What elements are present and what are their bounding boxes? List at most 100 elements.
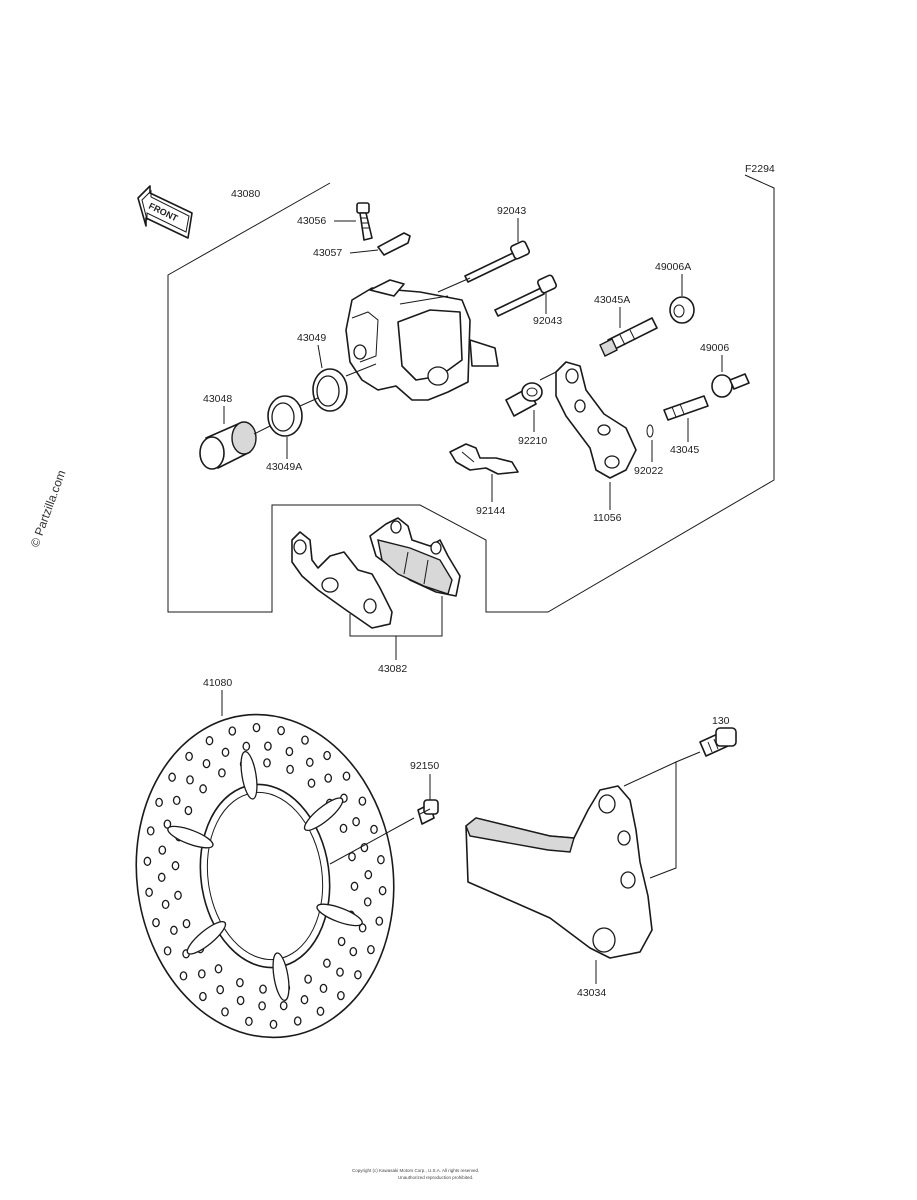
caliper-pin-upper-part bbox=[464, 240, 531, 283]
disc-drill-hole bbox=[375, 916, 384, 926]
disc-drill-hole bbox=[337, 990, 345, 1001]
disc-drill-hole bbox=[316, 1006, 325, 1016]
dust-boot-lower-part bbox=[711, 373, 750, 398]
pad-spring-part bbox=[449, 443, 519, 475]
disc-drill-hole bbox=[185, 751, 193, 762]
disc-vent-slot bbox=[316, 903, 363, 927]
label-43048: 43048 bbox=[203, 393, 232, 405]
disc-drill-hole bbox=[350, 881, 359, 891]
disc-drill-hole bbox=[300, 995, 309, 1005]
disc-drill-hole bbox=[352, 817, 360, 827]
disc-drill-hole bbox=[145, 887, 153, 897]
collar-part bbox=[505, 382, 543, 417]
disc-drill-hole bbox=[205, 736, 214, 746]
disc-drill-hole bbox=[279, 1001, 288, 1011]
disc-drill-hole bbox=[179, 971, 188, 981]
disc-drill-hole bbox=[264, 741, 272, 751]
disc-drill-hole bbox=[377, 855, 385, 865]
disc-drill-hole bbox=[236, 995, 245, 1006]
disc-drill-hole bbox=[221, 1007, 229, 1017]
copyright-line-2: Unauthorized reproduction prohibited. bbox=[398, 1175, 473, 1180]
figure-code: F2294 bbox=[745, 163, 775, 175]
disc-vent-slot bbox=[167, 825, 214, 849]
disc-drill-hole bbox=[285, 746, 294, 757]
bleeder-valve-part bbox=[356, 202, 373, 241]
disc-drill-hole bbox=[171, 861, 180, 871]
disc-drill-hole bbox=[263, 758, 271, 768]
label-92043-upper: 92043 bbox=[497, 205, 526, 217]
bleeder-cap-part bbox=[377, 232, 411, 256]
disc-drill-hole bbox=[323, 750, 331, 761]
disc-drill-hole bbox=[199, 991, 207, 1002]
disc-drill-hole bbox=[348, 852, 356, 862]
label-92210: 92210 bbox=[518, 435, 547, 447]
label-43049A: 43049A bbox=[266, 461, 302, 473]
copyright-line-1: Copyright (c) Kawasaki Motors Corp., U.S… bbox=[352, 1168, 479, 1173]
disc-drill-hole bbox=[152, 917, 160, 928]
label-92150: 92150 bbox=[410, 760, 439, 772]
disc-drill-hole bbox=[337, 936, 346, 947]
disc-drill-hole bbox=[301, 735, 309, 745]
dust-boot-upper-part bbox=[669, 296, 695, 324]
piston-seal-part bbox=[312, 368, 348, 412]
front-arrow-icon: FRONT bbox=[137, 185, 193, 239]
watermark: © Partzilla.com bbox=[28, 468, 69, 549]
disc-drill-hole bbox=[174, 890, 182, 900]
disc-drill-hole bbox=[258, 1001, 266, 1011]
disc-drill-hole bbox=[157, 872, 166, 882]
disc-drill-hole bbox=[236, 977, 244, 988]
disc-drill-hole bbox=[168, 772, 176, 782]
disc-drill-hole bbox=[155, 797, 163, 808]
label-43049: 43049 bbox=[297, 332, 326, 344]
label-92022: 92022 bbox=[634, 465, 663, 477]
slide-pin-upper-part bbox=[599, 317, 658, 357]
disc-drill-hole bbox=[339, 823, 348, 834]
disc-drill-hole bbox=[336, 967, 344, 977]
disc-drill-hole bbox=[304, 974, 312, 984]
disc-drill-hole bbox=[163, 946, 172, 956]
label-43034: 43034 bbox=[577, 987, 606, 999]
disc-drill-hole bbox=[186, 775, 194, 785]
disc-drill-hole bbox=[221, 747, 230, 757]
disc-drill-hole bbox=[349, 946, 358, 957]
disc-drill-hole bbox=[216, 985, 225, 995]
disc-drill-hole bbox=[218, 768, 226, 778]
slide-pin-lower-part bbox=[663, 395, 709, 421]
disc-drill-hole bbox=[259, 984, 267, 994]
disc-drill-hole bbox=[184, 805, 193, 816]
disc-drill-hole bbox=[323, 958, 331, 968]
disc-drill-hole bbox=[319, 983, 328, 994]
label-41080: 41080 bbox=[203, 677, 232, 689]
disc-drill-hole bbox=[378, 886, 387, 896]
disc-drill-hole bbox=[358, 796, 367, 806]
disc-drill-hole bbox=[199, 784, 207, 794]
disc-drill-hole bbox=[269, 1019, 278, 1030]
disc-bolt-part bbox=[417, 799, 439, 825]
caliper-bracket-part bbox=[555, 361, 637, 479]
disc-drill-hole bbox=[342, 771, 351, 781]
disc-drill-hole bbox=[197, 969, 206, 979]
disc-drill-hole bbox=[307, 778, 316, 788]
disc-drill-hole bbox=[163, 819, 172, 829]
disc-drill-hole bbox=[358, 923, 367, 933]
disc-drill-hole bbox=[293, 1016, 302, 1026]
disc-drill-hole bbox=[305, 757, 314, 767]
brake-piston-part bbox=[199, 421, 257, 470]
disc-vent-slot bbox=[186, 920, 227, 955]
disc-drill-hole bbox=[277, 725, 285, 736]
disc-vent-slot bbox=[272, 952, 290, 1002]
label-43056: 43056 bbox=[297, 215, 326, 227]
circlip-part bbox=[646, 424, 654, 438]
label-43045A: 43045A bbox=[594, 294, 630, 306]
disc-drill-hole bbox=[286, 764, 294, 775]
brake-pad-left-part bbox=[291, 531, 393, 629]
label-43057: 43057 bbox=[313, 247, 342, 259]
label-92043-lower: 92043 bbox=[533, 315, 562, 327]
label-49006A: 49006A bbox=[655, 261, 691, 273]
label-130: 130 bbox=[712, 715, 730, 727]
disc-drill-hole bbox=[228, 726, 237, 736]
label-92144: 92144 bbox=[476, 505, 505, 517]
disc-drill-hole bbox=[172, 795, 181, 806]
disc-drill-hole bbox=[245, 1016, 253, 1027]
disc-drill-hole bbox=[143, 856, 152, 866]
